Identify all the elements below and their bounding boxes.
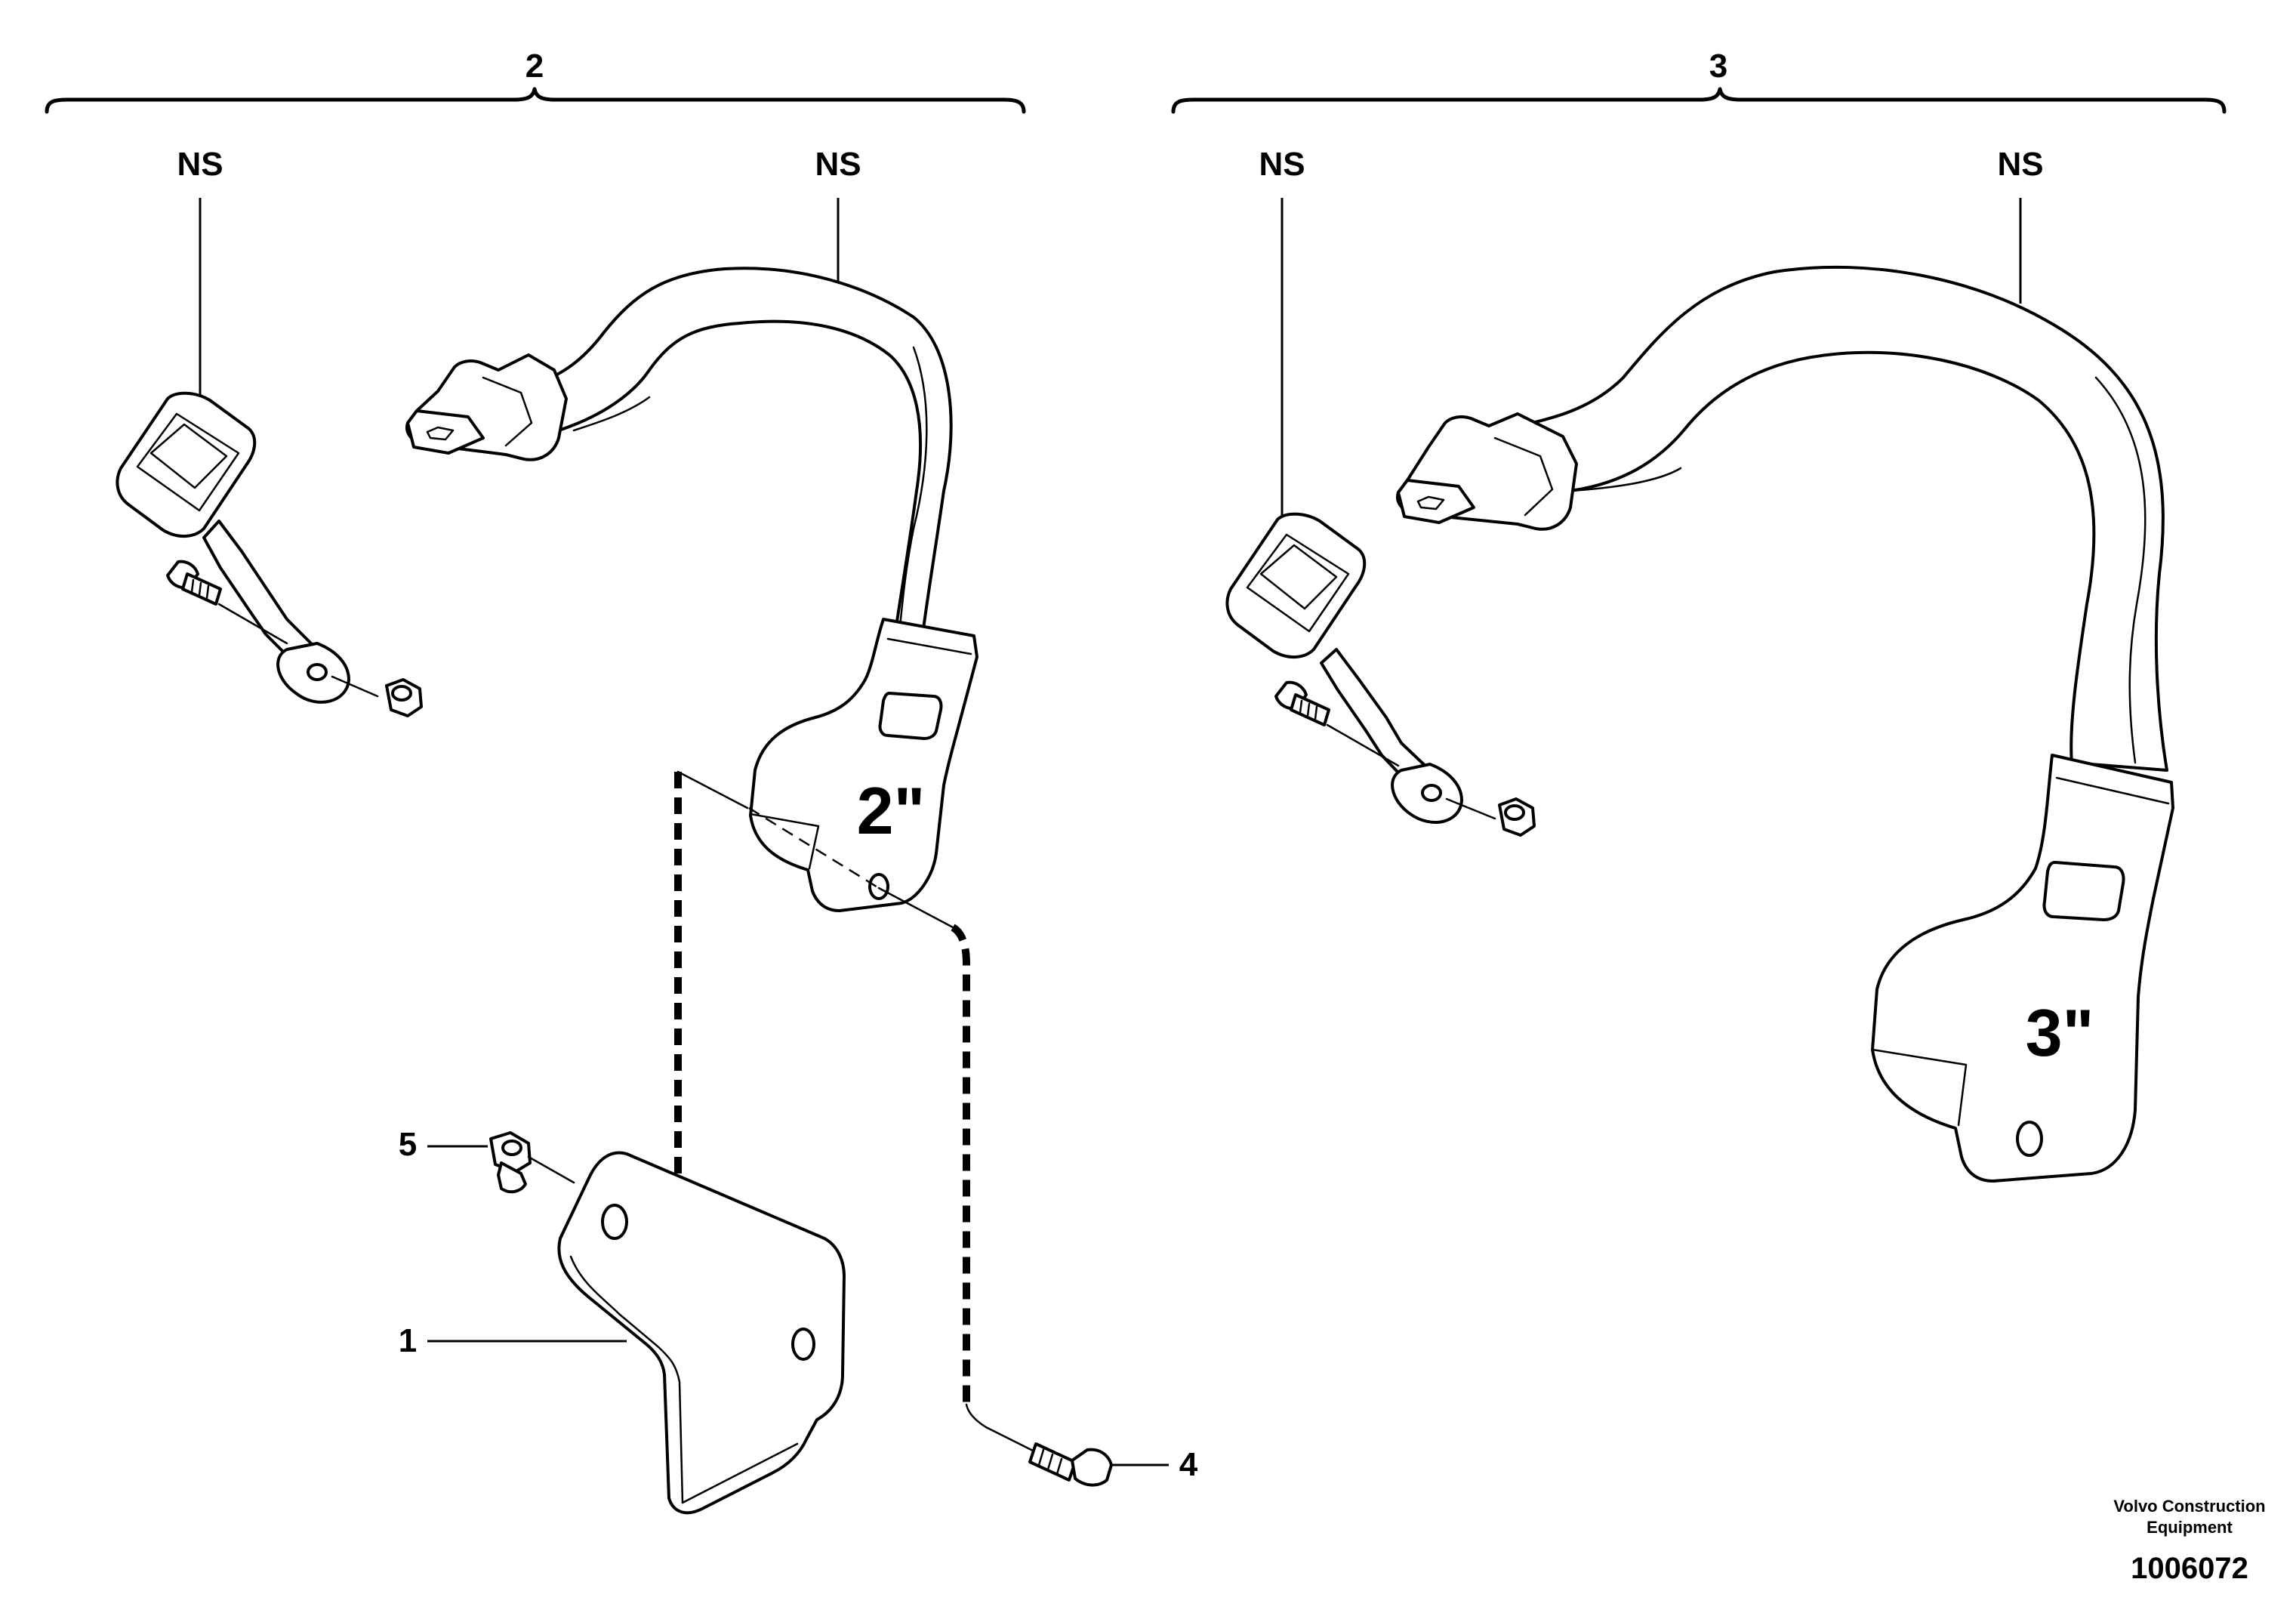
bolt-icon <box>1028 1442 1113 1487</box>
belt-retractor-left: 2" <box>405 267 978 912</box>
ns-callout-belt-left: NS <box>815 146 861 293</box>
company-name-line2: Equipment <box>2147 1518 2233 1537</box>
retractor-marking-3: 3" <box>2026 995 2094 1070</box>
ns-label: NS <box>177 146 223 183</box>
buckle-assembly-left <box>116 391 423 717</box>
ns-callout-buckle-left: NS <box>177 146 223 400</box>
drawing-number: 1006072 <box>2131 1552 2248 1585</box>
company-name-line1: Volvo Construction <box>2113 1497 2265 1516</box>
callout-item-4: 4 <box>1028 1442 1198 1487</box>
ns-label: NS <box>815 146 861 183</box>
ns-callout-belt-right: NS <box>1997 146 2044 304</box>
retractor-marking-2: 2" <box>857 773 926 848</box>
nut-icon <box>1498 797 1536 837</box>
group-label-3: 3 <box>1709 48 1727 85</box>
bolt-icon <box>166 560 222 606</box>
group-brace-3: 3 <box>1171 48 2227 114</box>
ns-label: NS <box>1997 146 2043 183</box>
ns-label: NS <box>1259 146 1305 183</box>
item-label-1: 1 <box>399 1322 417 1359</box>
ns-callout-buckle-right: NS <box>1259 146 1305 515</box>
callout-item-1: 1 <box>399 1322 627 1359</box>
callout-item-5: 5 <box>399 1126 575 1194</box>
footer-block: Volvo Construction Equipment 1006072 <box>2113 1497 2265 1585</box>
buckle-assembly-right <box>1225 512 1536 837</box>
group-label-2: 2 <box>525 48 544 85</box>
item-label-5: 5 <box>399 1126 417 1163</box>
bolt-icon <box>1274 680 1330 726</box>
group-brace-2: 2 <box>45 48 1026 114</box>
item-label-4: 4 <box>1179 1446 1198 1483</box>
mounting-bracket <box>557 1151 846 1515</box>
nut-icon <box>385 678 423 717</box>
belt-retractor-right: 3" <box>1396 265 2174 1183</box>
flange-nut-icon <box>489 1131 532 1194</box>
